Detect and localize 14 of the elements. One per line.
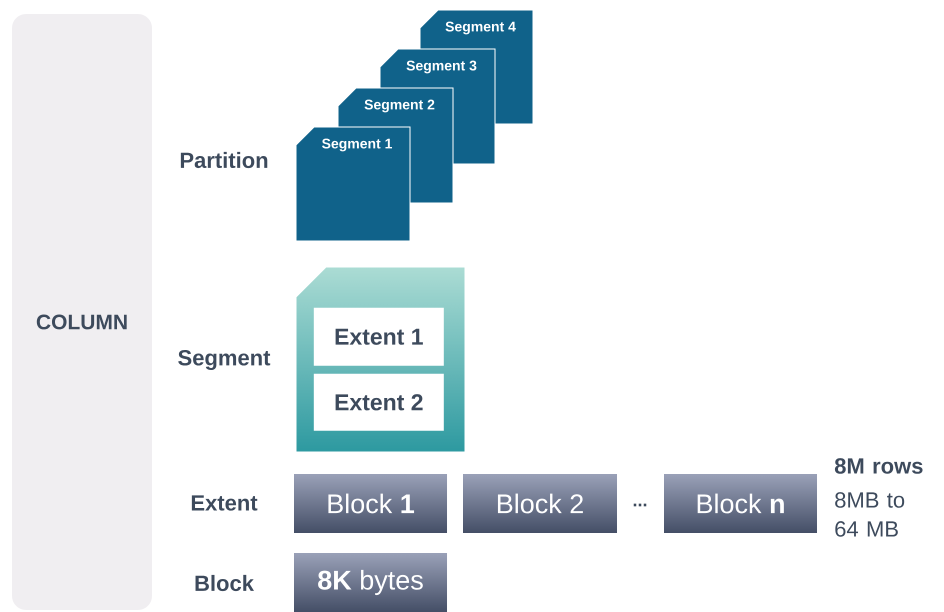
block-bar: Block n [664,474,817,533]
block-bar: Block 2 [463,474,617,533]
column-band: COLUMN [12,14,152,610]
block-bar: Block 1 [294,474,447,533]
row-label: Segment [178,350,270,370]
extent-box: Extent 2 [314,374,444,431]
extent-box: Extent 1 [314,308,444,366]
size-note: 8M rows [834,458,923,474]
row-label: Extent [192,495,258,511]
row-label: Block [196,574,254,592]
block-bar: 8K bytes [294,553,447,612]
ellipsis: ... [634,504,646,506]
segment-card: Segment 1 [296,126,410,242]
row-label: Partition [180,152,268,168]
